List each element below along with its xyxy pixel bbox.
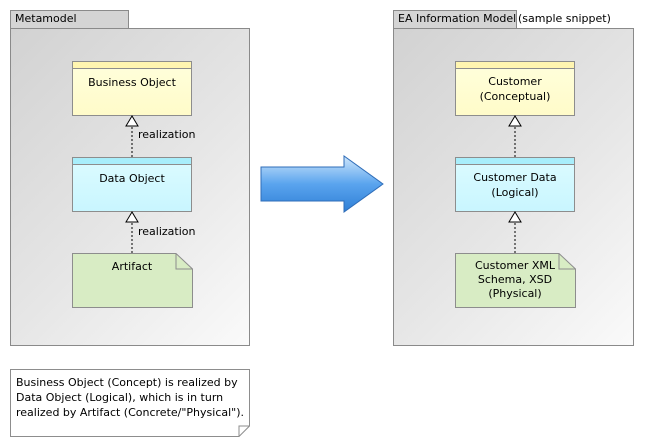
artifact-label: Artifact	[111, 260, 153, 273]
customer-realization-arrowhead-1	[508, 115, 522, 127]
customer-xml-label: Customer XML Schema, XSD (Physical)	[455, 259, 575, 301]
customer-element[interactable]: Customer (Conceptual)	[455, 61, 575, 116]
ea-model-package-subtitle: (sample snippet)	[518, 12, 611, 25]
metamodel-package-title: Metamodel	[15, 12, 77, 25]
customer-data-label-line-1: Customer Data	[473, 171, 557, 184]
ea-model-package-tab: EA Information Model	[393, 10, 517, 29]
artifact-element[interactable]	[72, 253, 193, 308]
note-line-3: realized by Artifact (Concrete/"Physical…	[16, 406, 245, 419]
business-object-label: Business Object	[88, 76, 176, 89]
customer-xml-element[interactable]	[455, 253, 576, 308]
customer-data-element[interactable]: Customer Data (Logical)	[455, 157, 575, 212]
customer-label-line-2: (Conceptual)	[479, 90, 551, 103]
realization-label-1: realization	[138, 128, 196, 141]
customer-xml-label-line-2: Schema, XSD	[477, 273, 553, 286]
metamodel-package-tab: Metamodel	[10, 10, 129, 29]
data-object-element[interactable]: Data Object	[72, 157, 192, 212]
customer-xml-label-line-3: (Physical)	[488, 287, 542, 300]
data-object-label: Data Object	[99, 172, 165, 185]
customer-realization-arrowhead-2	[508, 211, 522, 223]
customer-data-label-line-2: (Logical)	[491, 186, 539, 199]
realization-arrowhead-2	[125, 211, 139, 223]
realization-label-2: realization	[138, 225, 196, 238]
explanation-note	[10, 369, 250, 437]
explanation-note-text: Business Object (Concept) is realized by…	[16, 375, 248, 420]
realization-arrowhead-1	[125, 115, 139, 127]
customer-xml-label-line-1: Customer XML	[474, 259, 556, 272]
ea-model-package-title: EA Information Model	[398, 12, 517, 25]
note-line-2: Data Object (Logical), which is in turn	[16, 391, 224, 404]
customer-label-line-1: Customer	[488, 75, 542, 88]
note-line-1: Business Object (Concept) is realized by	[16, 376, 238, 389]
transform-arrow	[260, 155, 384, 213]
